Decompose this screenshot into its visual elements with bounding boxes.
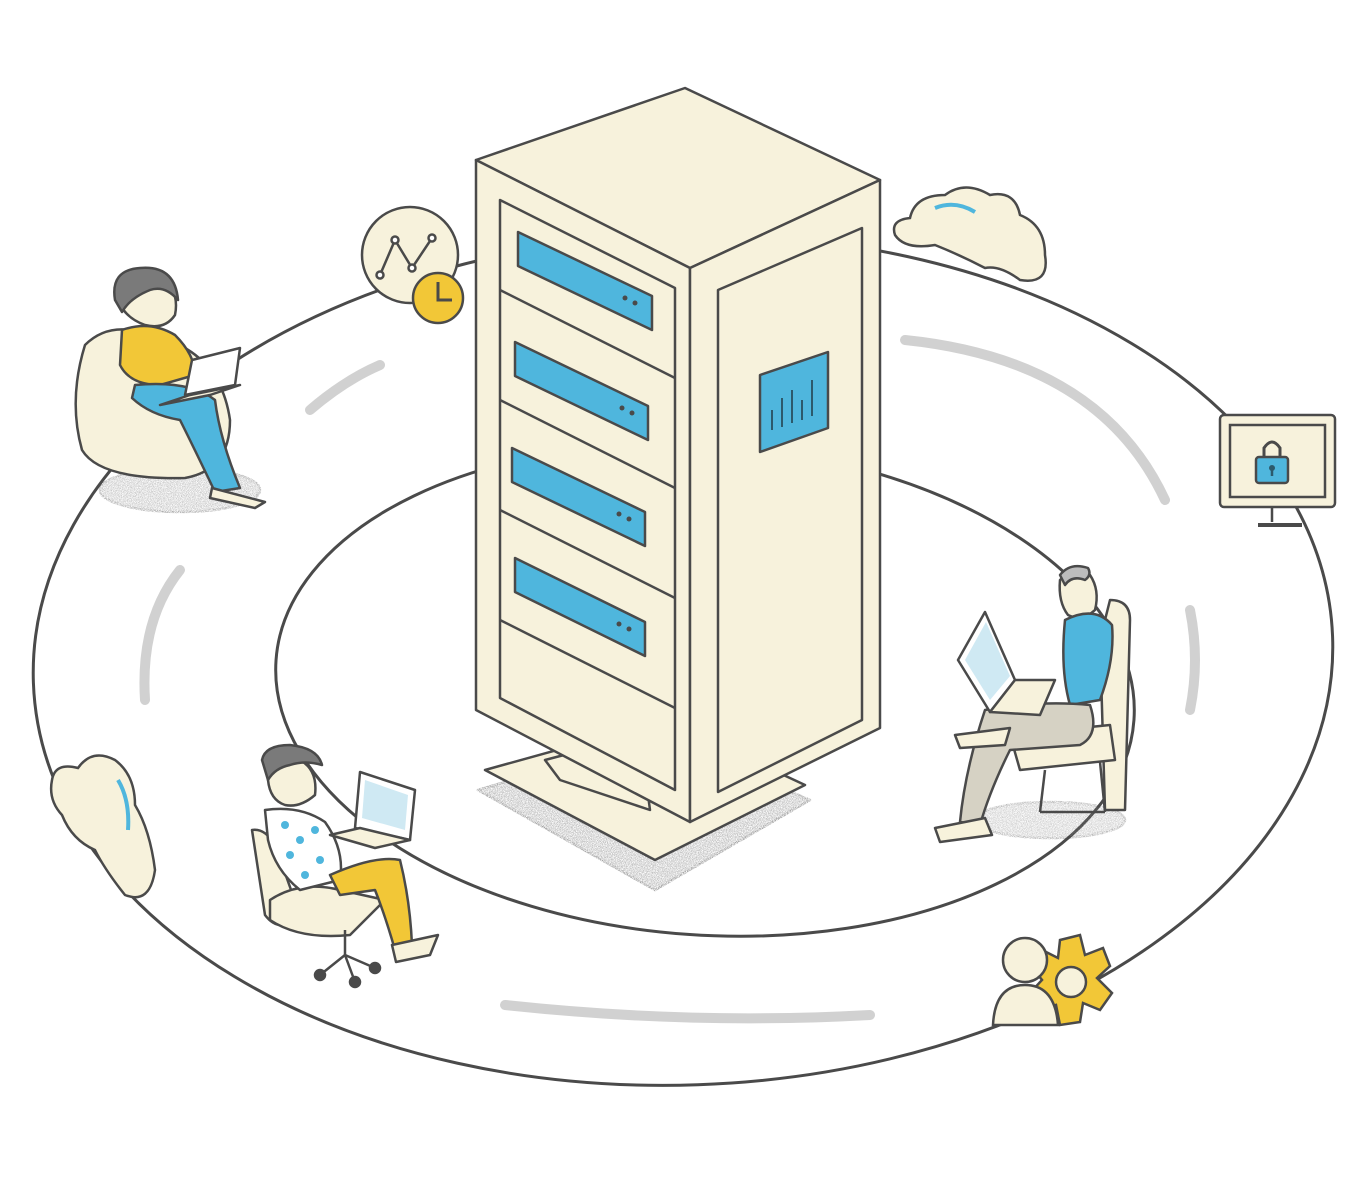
rack-side: [688, 178, 882, 824]
motion-arc-right: [1185, 605, 1200, 715]
locked-monitor-icon: [1218, 413, 1337, 527]
rack-front-inner: [498, 198, 677, 792]
motion-arc-left: [139, 565, 185, 705]
server-unit-3: [510, 446, 647, 548]
user-body: [991, 983, 1060, 1027]
rack-divider: [499, 288, 676, 380]
user-gear-icon: [991, 933, 1114, 1027]
rack-divider: [499, 398, 676, 490]
hair: [260, 743, 324, 782]
hair: [1058, 564, 1091, 587]
motion-arc-right-top: [900, 335, 1170, 505]
hair: [113, 266, 180, 314]
analytics-panel-icon: [758, 350, 830, 454]
server-unit-4: [513, 556, 647, 658]
server-rack-icon: [474, 86, 882, 892]
motion-arc-left-top: [305, 360, 385, 415]
cloud-icon: [892, 186, 1047, 282]
chair-base: [313, 930, 382, 989]
server-unit-1: [516, 230, 654, 332]
chart-clock-icon: [360, 205, 465, 325]
user-head: [1001, 936, 1049, 984]
motion-arc-bottom: [500, 1000, 875, 1024]
person-chair-right: [933, 564, 1132, 844]
rack-side-panel: [716, 226, 864, 794]
rack-divider: [499, 618, 676, 710]
person-bean-bag: [74, 266, 267, 514]
sweater: [118, 324, 197, 387]
person-office-chair: [250, 743, 440, 989]
cloud-icon-left: [49, 754, 157, 899]
motion-arcs: [139, 335, 1200, 1024]
shirt: [1062, 612, 1114, 707]
server-unit-2: [513, 340, 650, 442]
rack-divider: [499, 508, 676, 600]
trousers: [328, 857, 414, 952]
patterned-shirt: [263, 807, 343, 892]
